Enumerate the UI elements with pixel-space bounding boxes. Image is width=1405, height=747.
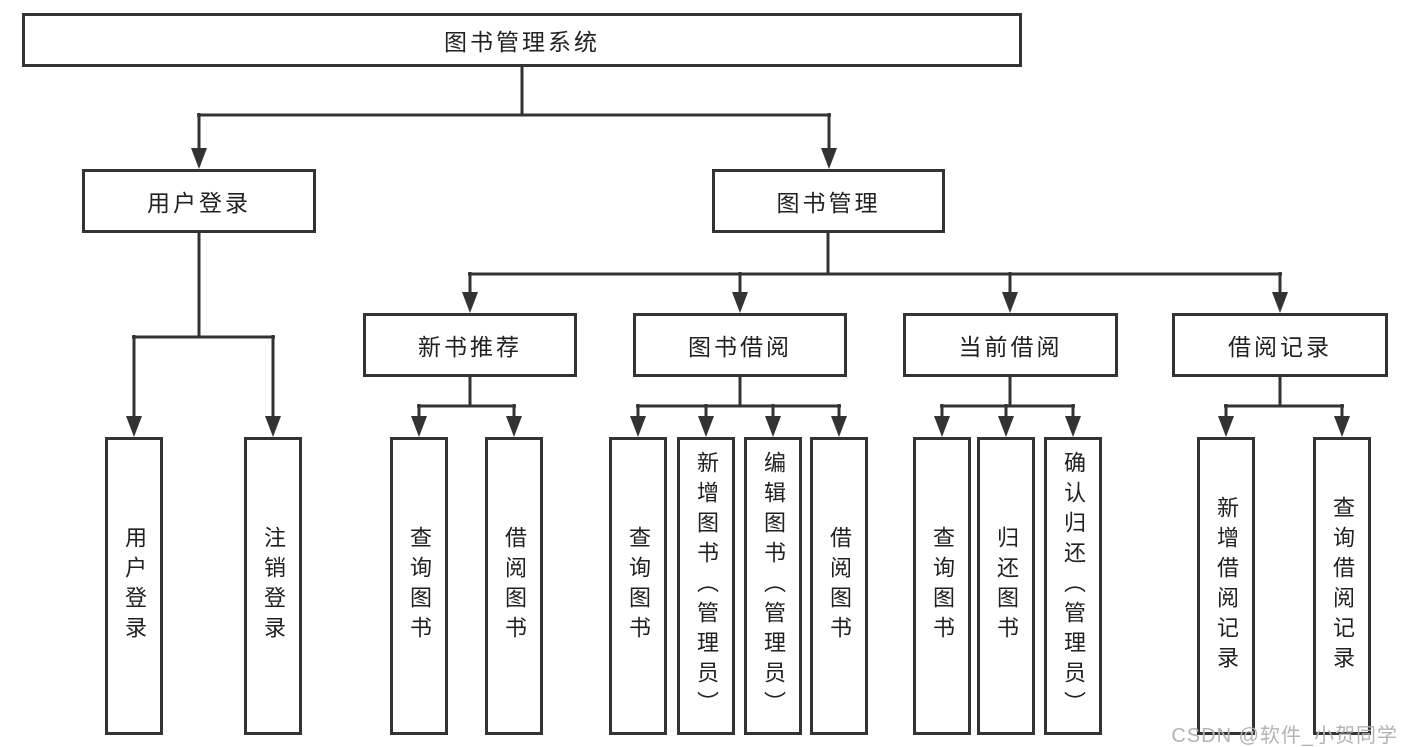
leaf-user-login: 用户登录 bbox=[105, 437, 163, 735]
node-borrow-record: 借阅记录 bbox=[1172, 313, 1388, 377]
node-book-borrow: 图书借阅 bbox=[633, 313, 847, 377]
leaf-confirm-return-admin: 确认归还（管理员） bbox=[1044, 437, 1102, 735]
node-current-borrow: 当前借阅 bbox=[903, 313, 1118, 377]
leaf-query-book-current: 查询图书 bbox=[913, 437, 971, 735]
leaf-edit-book-admin: 编辑图书（管理员） bbox=[744, 437, 802, 735]
leaf-borrow-book-recommend: 借阅图书 bbox=[485, 437, 543, 735]
node-user-login: 用户登录 bbox=[82, 169, 316, 233]
leaf-add-book-admin: 新增图书（管理员） bbox=[677, 437, 735, 735]
node-new-book-recommend: 新书推荐 bbox=[363, 313, 577, 377]
node-library-system: 图书管理系统 bbox=[22, 13, 1022, 67]
leaf-logout: 注销登录 bbox=[244, 437, 302, 735]
leaf-add-borrow-record: 新增借阅记录 bbox=[1197, 437, 1255, 735]
leaf-query-book-borrow: 查询图书 bbox=[609, 437, 667, 735]
arrowhead-icons bbox=[126, 148, 1350, 437]
leaf-borrow-book: 借阅图书 bbox=[810, 437, 868, 735]
node-book-management: 图书管理 bbox=[712, 169, 945, 233]
csdn-watermark: CSDN @软件_小贺同学 bbox=[1171, 725, 1398, 747]
leaf-return-book: 归还图书 bbox=[977, 437, 1035, 735]
leaf-query-book-recommend: 查询图书 bbox=[390, 437, 448, 735]
leaf-query-borrow-record: 查询借阅记录 bbox=[1313, 437, 1371, 735]
